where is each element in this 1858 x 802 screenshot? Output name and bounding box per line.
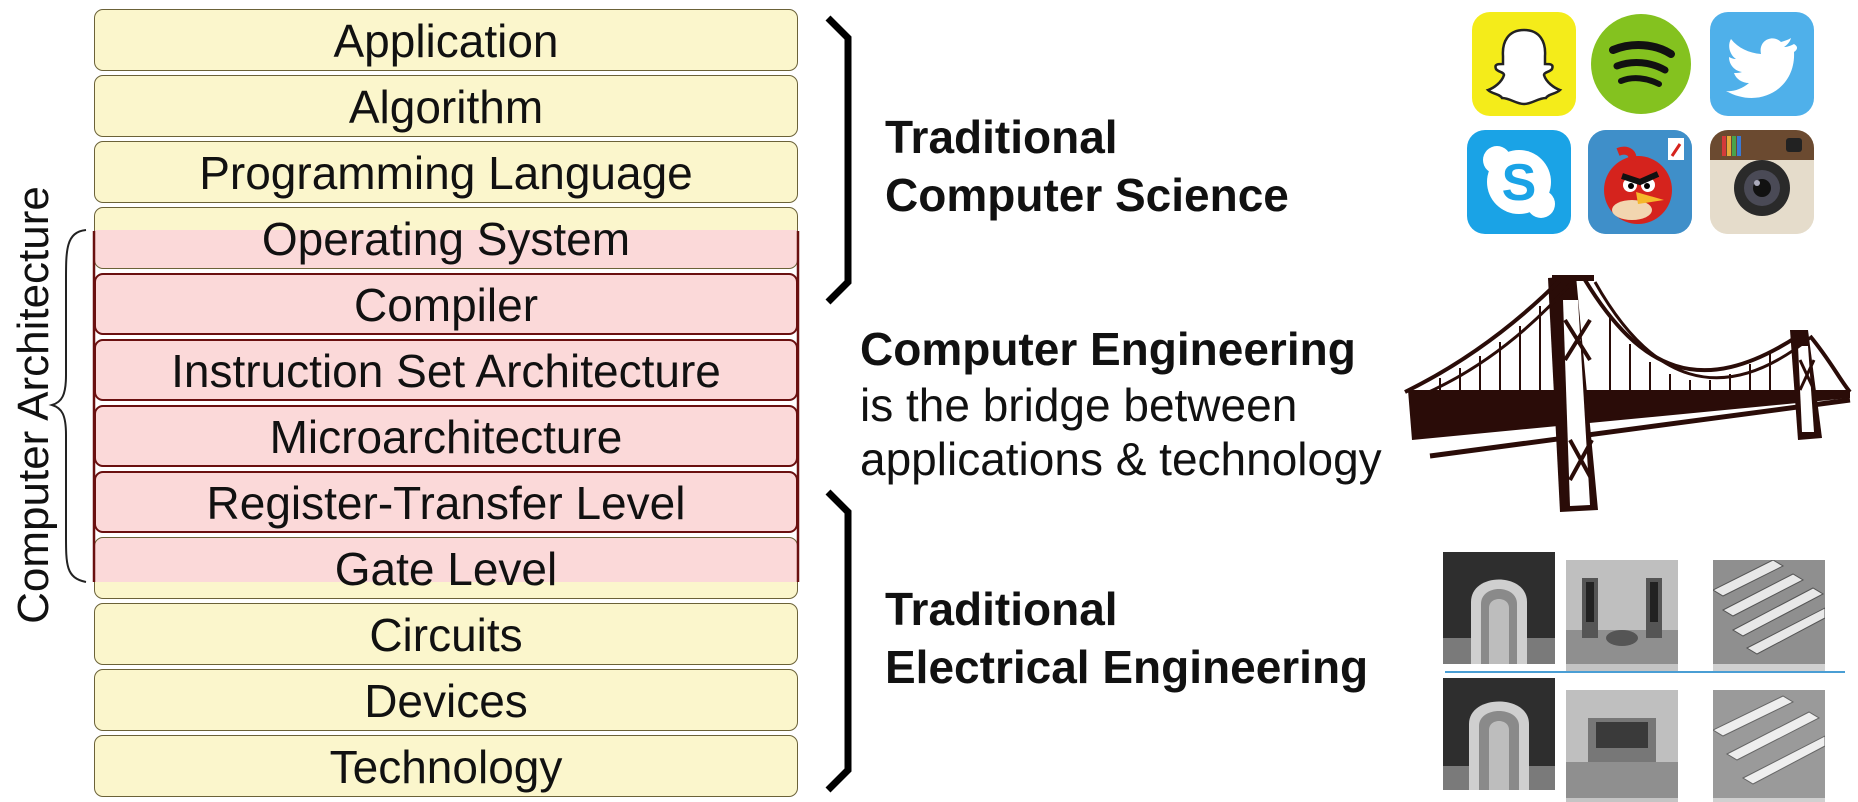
cs-title-line1: Traditional: [885, 111, 1118, 163]
snapchat-icon: [1472, 12, 1576, 116]
angry-birds-icon: [1588, 130, 1692, 234]
transistor-micrograph-1: [1443, 552, 1555, 664]
layer-circuits: Circuits: [94, 603, 798, 665]
layer-algorithm: Algorithm: [94, 75, 798, 137]
cs-bracket: [825, 15, 852, 305]
layer-label: Application: [333, 15, 559, 67]
fin-array-micrograph-2: [1713, 690, 1825, 802]
layer-label: Operating System: [261, 213, 631, 265]
cs-title-line2: Computer Science: [885, 169, 1289, 221]
transistor-micrograph-4: [1566, 690, 1678, 802]
layer-label: Instruction Set Architecture: [171, 345, 721, 397]
layer-label: Register-Transfer Level: [206, 477, 686, 529]
layer-label: Circuits: [369, 609, 523, 661]
layer-application: Application: [94, 9, 798, 71]
ce-line3: applications & technology: [860, 433, 1382, 485]
transistor-micrograph-2: [1566, 560, 1678, 672]
ee-bracket: [825, 489, 852, 793]
layer-label: Microarchitecture: [269, 411, 623, 463]
skype-icon: S: [1467, 130, 1571, 234]
layer-compiler: Compiler: [94, 273, 798, 335]
layer-label: Algorithm: [348, 81, 544, 133]
ee-title-line1: Traditional: [885, 583, 1118, 635]
fin-array-micrograph-1: [1713, 560, 1825, 672]
layer-label: Devices: [364, 675, 528, 727]
twitter-icon: [1710, 12, 1814, 116]
layer-label: Compiler: [353, 279, 539, 331]
layer-technology: Technology: [94, 735, 798, 797]
spotify-icon: [1589, 12, 1693, 116]
ee-title-line2: Electrical Engineering: [885, 641, 1369, 693]
layer-operating-system: Operating System: [94, 207, 798, 269]
layer-label: Programming Language: [199, 147, 693, 199]
layer-rtl: Register-Transfer Level: [94, 471, 798, 533]
svg-text:S: S: [1502, 154, 1537, 212]
instagram-icon: [1710, 130, 1814, 234]
transistor-micrograph-3: [1443, 678, 1555, 790]
layer-label: Technology: [329, 741, 563, 793]
layer-microarchitecture: Microarchitecture: [94, 405, 798, 467]
layer-devices: Devices: [94, 669, 798, 731]
layer-gate-level: Gate Level: [94, 537, 798, 599]
ce-title: Computer Engineering: [860, 323, 1356, 375]
layer-isa: Instruction Set Architecture: [94, 339, 798, 401]
layer-label: Gate Level: [334, 543, 558, 595]
architecture-curly-brace: [48, 229, 87, 583]
layer-programming-language: Programming Language: [94, 141, 798, 203]
ce-line2: is the bridge between: [860, 379, 1298, 431]
